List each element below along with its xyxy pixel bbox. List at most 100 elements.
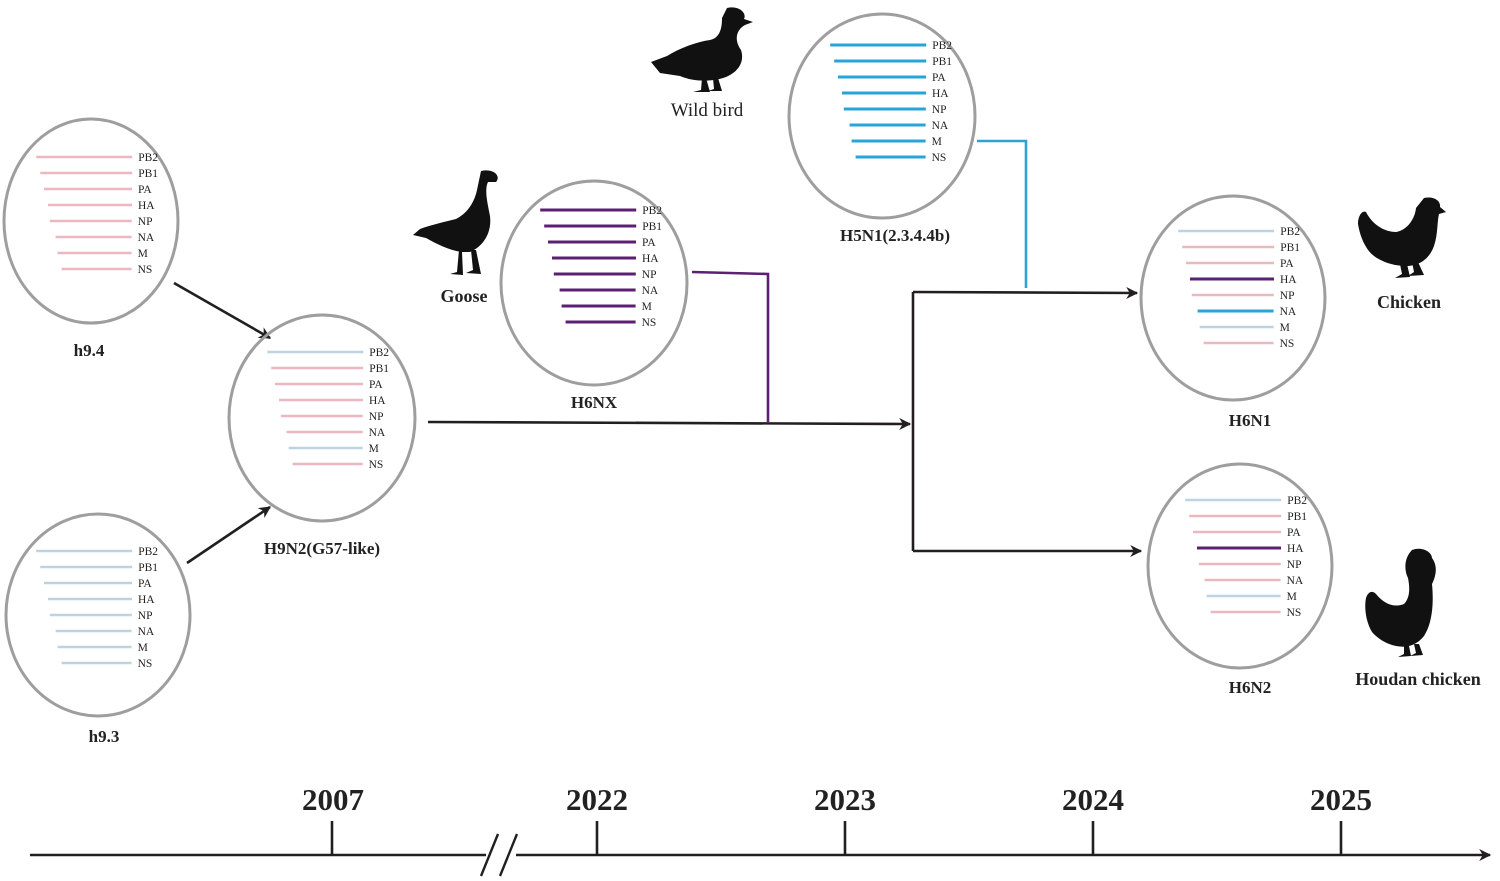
segment-label-ha: HA (138, 200, 155, 212)
virus-label: h9.3 (89, 727, 120, 746)
virus-label: H6NX (571, 393, 618, 412)
segment-label-na: NA (1280, 306, 1297, 318)
segment-label-ha: HA (1280, 274, 1297, 286)
virus-circle (4, 512, 192, 718)
segment-label-pb1: PB1 (1280, 242, 1300, 254)
houdan-chicken-icon (1365, 548, 1436, 657)
virus-circle (1146, 462, 1334, 670)
segment-label-pa: PA (369, 379, 383, 391)
segment-label-ns: NS (932, 152, 947, 164)
segment-label-ns: NS (1280, 338, 1295, 350)
segment-label-na: NA (138, 232, 155, 244)
year-2007: 2007 (302, 782, 364, 817)
connector-h5n1 (977, 139, 1028, 288)
timeline-break (479, 833, 519, 877)
arrow-to-h6n1 (912, 286, 1139, 299)
year-2022: 2022 (566, 782, 628, 817)
virus-label: H5N1(2.3.4.4b) (840, 226, 950, 245)
segment-label-ha: HA (642, 253, 659, 265)
segment-label-pb2: PB2 (642, 205, 662, 217)
virus-circle (499, 179, 689, 387)
segment-label-ha: HA (932, 88, 949, 100)
segment-label-na: NA (1287, 575, 1304, 587)
segment-label-pb2: PB2 (138, 152, 158, 164)
segment-label-m: M (138, 248, 148, 260)
segment-label-pb2: PB2 (369, 347, 389, 359)
virus-circle (787, 12, 977, 220)
segment-label-pb1: PB1 (932, 56, 952, 68)
segment-label-m: M (369, 443, 379, 455)
segment-label-pb1: PB1 (642, 221, 662, 233)
segment-label-pb2: PB2 (138, 546, 158, 558)
segment-label-pb1: PB1 (138, 168, 158, 180)
year-2024: 2024 (1062, 782, 1124, 817)
segment-label-ha: HA (369, 395, 386, 407)
segment-label-na: NA (138, 626, 155, 638)
segment-label-ha: HA (138, 594, 155, 606)
segment-label-pa: PA (1280, 258, 1294, 270)
segment-label-pb2: PB2 (1287, 495, 1307, 507)
chicken-icon (1358, 197, 1446, 278)
connector-h6nx (691, 270, 770, 422)
segment-label-na: NA (369, 427, 386, 439)
host-label-goose: Goose (441, 286, 488, 306)
segment-label-pa: PA (1287, 527, 1301, 539)
virus-circle (2, 117, 180, 325)
year-2023: 2023 (814, 782, 876, 817)
segment-label-ns: NS (138, 264, 153, 276)
segment-label-m: M (1280, 322, 1290, 334)
segment-label-np: NP (1280, 290, 1295, 302)
year-2025: 2025 (1310, 782, 1372, 817)
segment-label-np: NP (642, 269, 657, 281)
virus-label: H6N1 (1229, 411, 1272, 430)
arrow-h93-to-h9n2 (186, 505, 271, 565)
segment-label-ns: NS (642, 317, 657, 329)
segment-label-ns: NS (138, 658, 153, 670)
arrow-h94-to-h9n2 (173, 281, 272, 340)
segment-label-pb1: PB1 (138, 562, 158, 574)
segment-label-np: NP (1287, 559, 1302, 571)
segment-label-ha: HA (1287, 543, 1304, 555)
segment-label-na: NA (642, 285, 659, 297)
segment-label-na: NA (932, 120, 949, 132)
segment-label-pa: PA (138, 578, 152, 590)
virus-circle (1139, 194, 1327, 402)
segment-label-m: M (932, 136, 942, 148)
segment-label-ns: NS (369, 459, 384, 471)
segment-label-np: NP (369, 411, 384, 423)
host-label-wild-bird: Wild bird (671, 100, 744, 121)
arrow-h9n2-to-branch (427, 417, 912, 430)
segment-label-m: M (1287, 591, 1297, 603)
segment-label-np: NP (138, 610, 153, 622)
segment-label-pb1: PB1 (1287, 511, 1307, 523)
segment-label-m: M (138, 642, 148, 654)
segment-label-m: M (642, 301, 652, 313)
segment-label-pb2: PB2 (1280, 226, 1300, 238)
virus-label: H6N2 (1229, 678, 1272, 697)
host-label-chicken: Chicken (1377, 292, 1441, 312)
segment-label-pa: PA (642, 237, 656, 249)
virus-label: h9.4 (74, 341, 105, 360)
virus-label: H9N2(G57-like) (264, 539, 380, 558)
wild-bird-icon (651, 7, 753, 92)
segment-label-ns: NS (1287, 607, 1302, 619)
virus-circle (227, 313, 417, 523)
segment-label-pa: PA (932, 72, 946, 84)
segment-label-pb2: PB2 (932, 40, 952, 52)
segment-label-pb1: PB1 (369, 363, 389, 375)
